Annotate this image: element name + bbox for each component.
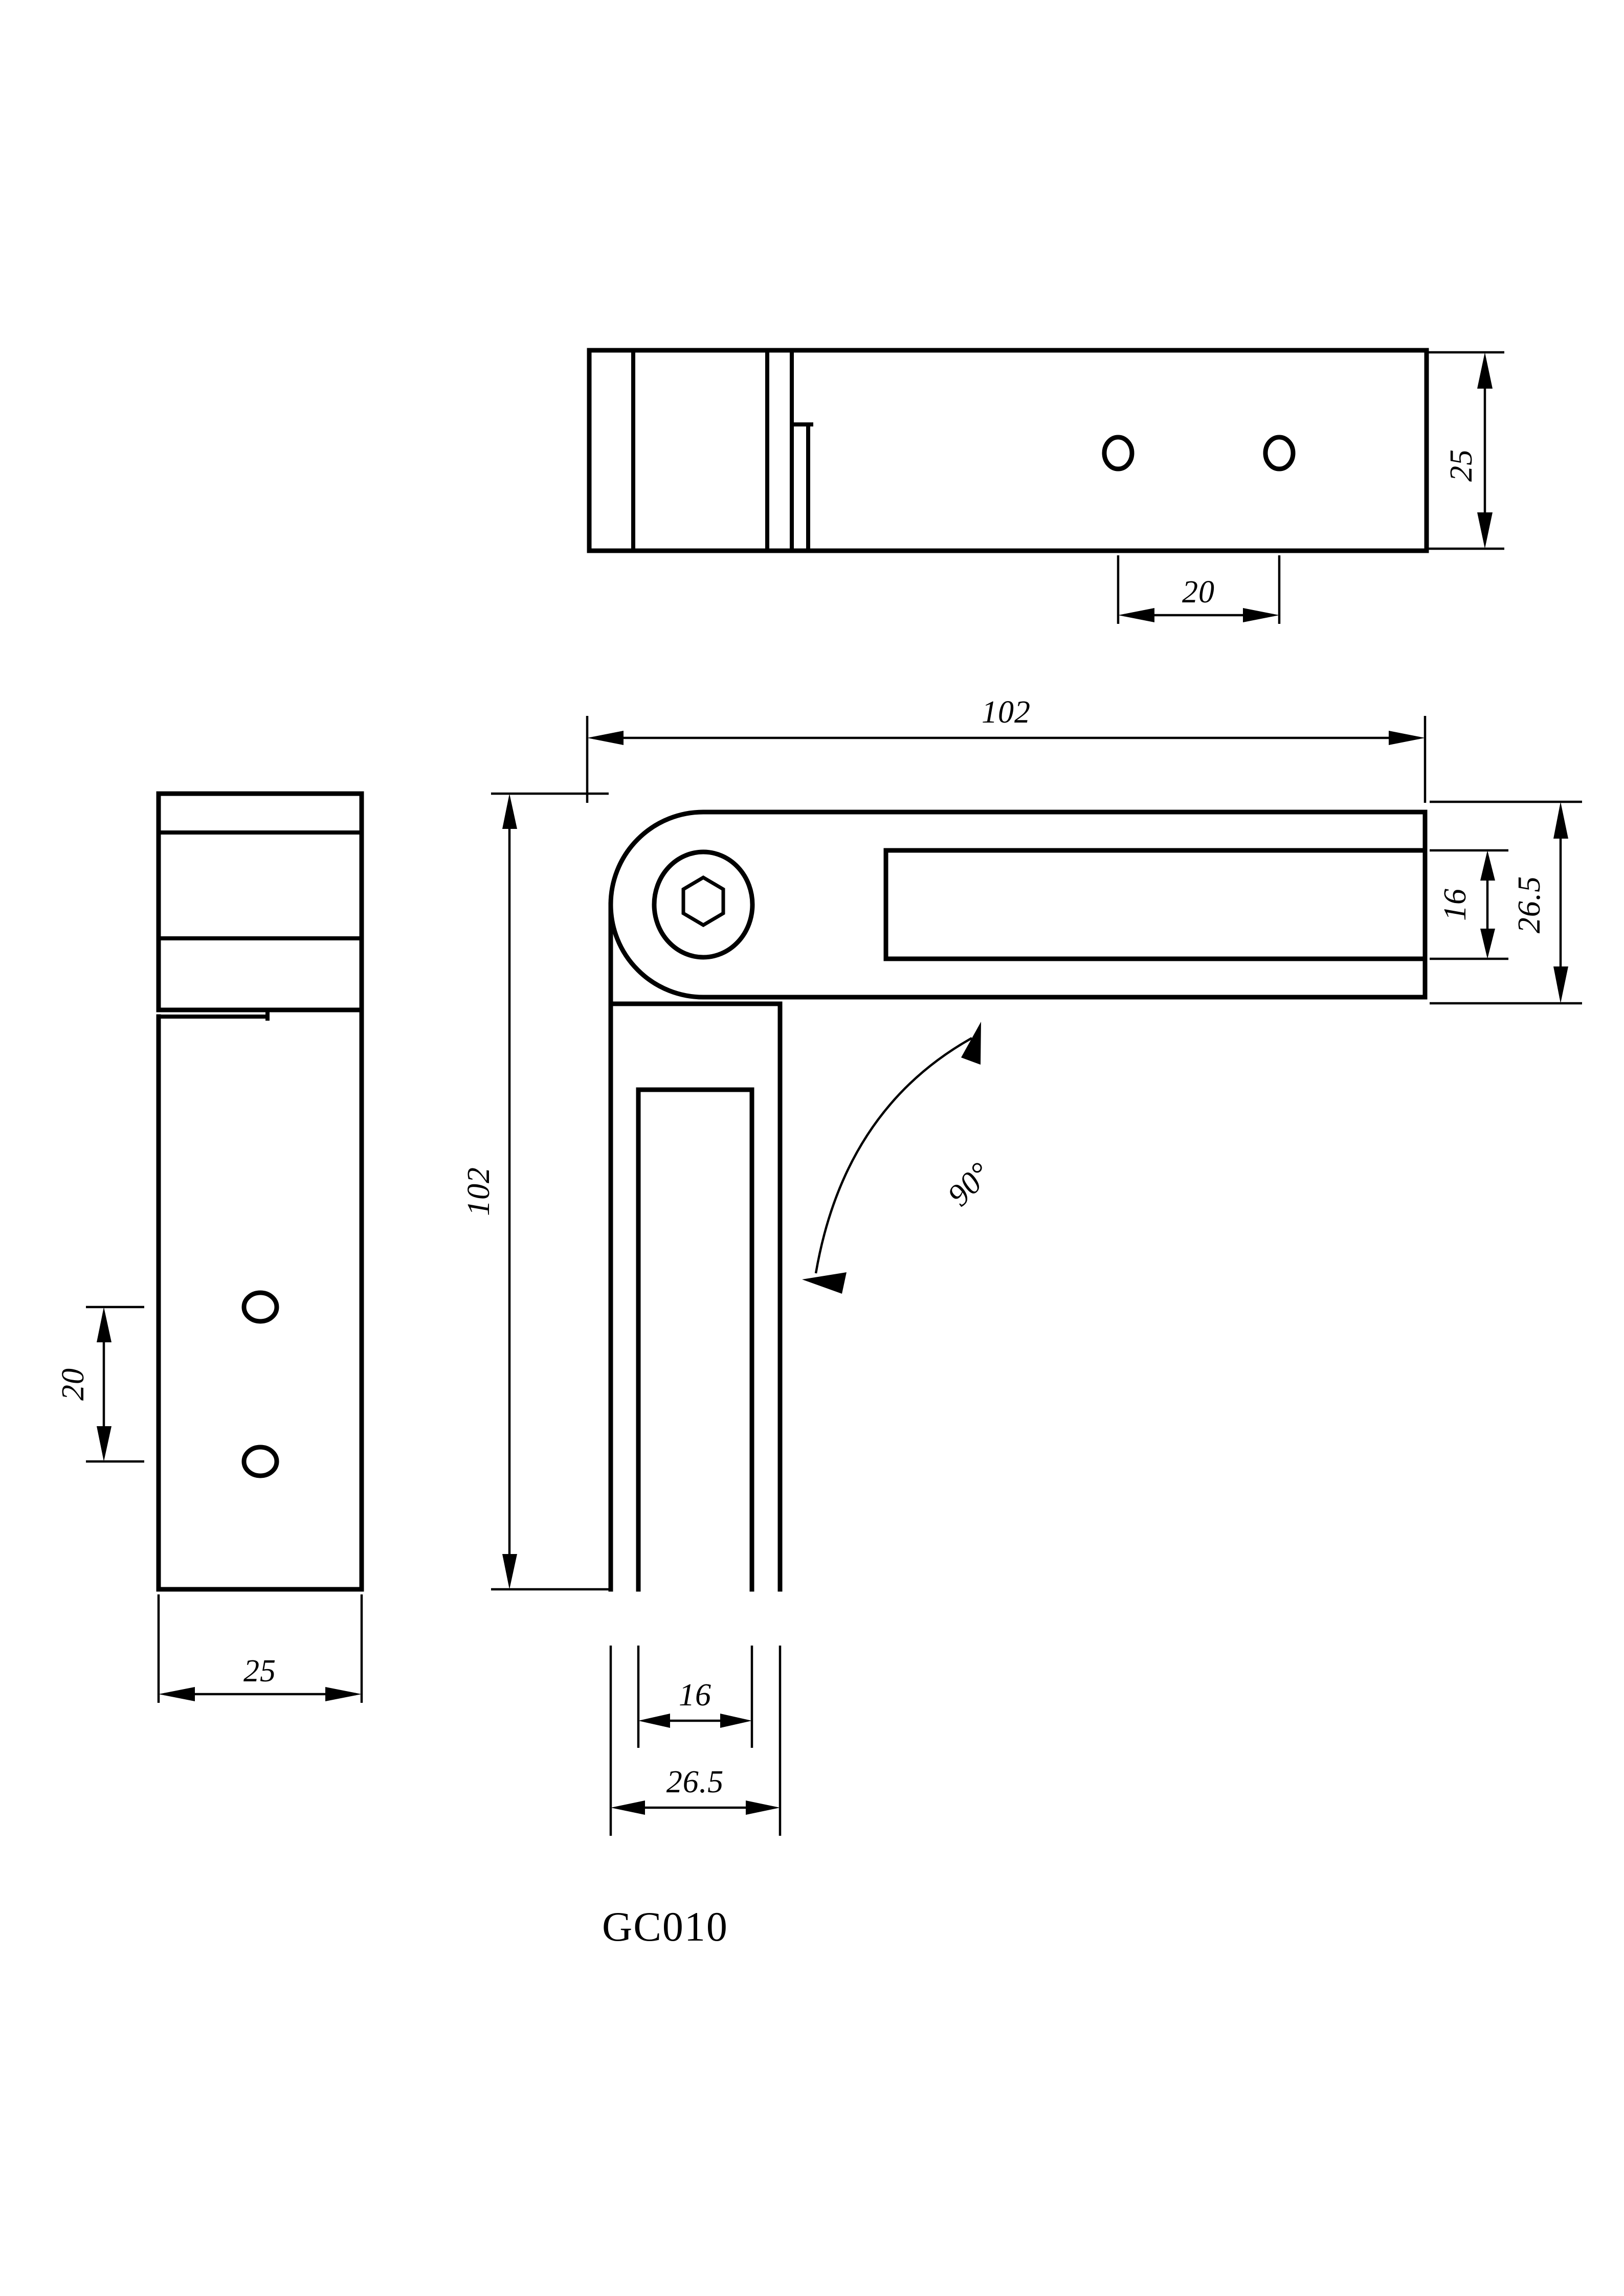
- top-view-20-arrow-left: [1118, 608, 1154, 622]
- front-view-pivot-circle: [652, 849, 755, 960]
- front-view-265h-label: 26.5: [666, 1765, 724, 1799]
- top-view-25-arrow-bottom: [1477, 512, 1493, 549]
- front-view: 102 102 16 26.5 16 26.5: [461, 695, 1582, 1836]
- top-view: 25 20: [587, 348, 1504, 624]
- front-view-16h-arrow-left: [638, 1714, 670, 1728]
- front-view-leg-slot: [636, 1087, 754, 1592]
- front-view-90deg-arrow-left: [802, 1272, 847, 1294]
- front-view-16v-arrow-bottom: [1480, 929, 1495, 959]
- front-view-arm-outline: [608, 809, 1428, 1000]
- front-view-265h-arrow-right: [746, 1800, 780, 1815]
- side-view-20-arrow-top: [97, 1307, 112, 1342]
- front-view-hex-socket: [681, 875, 725, 928]
- side-view-20-arrow-bottom: [97, 1426, 112, 1461]
- front-view-16v-label: 16: [1438, 888, 1473, 921]
- front-view-arm-slot: [883, 848, 1428, 961]
- front-view-102h-arrow-right: [1389, 731, 1425, 745]
- top-view-20-arrow-right: [1243, 608, 1279, 622]
- side-view-20-label: 20: [56, 1368, 91, 1401]
- side-view-upper-outline: [156, 791, 364, 1012]
- front-view-265v-label: 26.5: [1512, 876, 1547, 934]
- side-view-hole-1: [241, 1290, 279, 1324]
- front-view-265h-arrow-left: [611, 1800, 645, 1815]
- side-view: 20 25: [56, 791, 364, 1703]
- top-view-hole-2: [1263, 435, 1296, 471]
- front-view-265v-arrow-bottom: [1553, 966, 1568, 1003]
- top-view-hole-1: [1102, 435, 1134, 471]
- side-view-25-arrow-left: [159, 1687, 195, 1701]
- front-view-265v-arrow-top: [1553, 802, 1568, 839]
- front-view-102v-arrow-bottom: [502, 1554, 517, 1589]
- top-view-outline: [587, 348, 1429, 553]
- front-view-90deg-arrow-top: [961, 1022, 981, 1065]
- side-view-lower-outline: [156, 1007, 364, 1592]
- drawing-title: GC010: [602, 1903, 728, 1950]
- side-view-hole-2: [241, 1445, 279, 1478]
- top-view-25-label: 25: [1444, 449, 1479, 482]
- front-view-90deg-label: 90°: [941, 1156, 998, 1213]
- side-view-25-arrow-right: [325, 1687, 362, 1701]
- side-view-25-label: 25: [243, 1654, 276, 1689]
- top-view-20-label: 20: [1182, 575, 1215, 610]
- front-view-102v-label: 102: [461, 1167, 496, 1216]
- front-view-16h-arrow-right: [720, 1714, 752, 1728]
- top-view-25-arrow-top: [1477, 352, 1493, 389]
- front-view-102v-arrow-top: [502, 794, 517, 829]
- front-view-102h-arrow-left: [587, 731, 624, 745]
- front-view-16h-label: 16: [679, 1678, 711, 1713]
- front-view-16v-arrow-top: [1480, 850, 1495, 881]
- front-view-102h-label: 102: [982, 695, 1031, 730]
- front-view-90deg-arc: [814, 1037, 973, 1274]
